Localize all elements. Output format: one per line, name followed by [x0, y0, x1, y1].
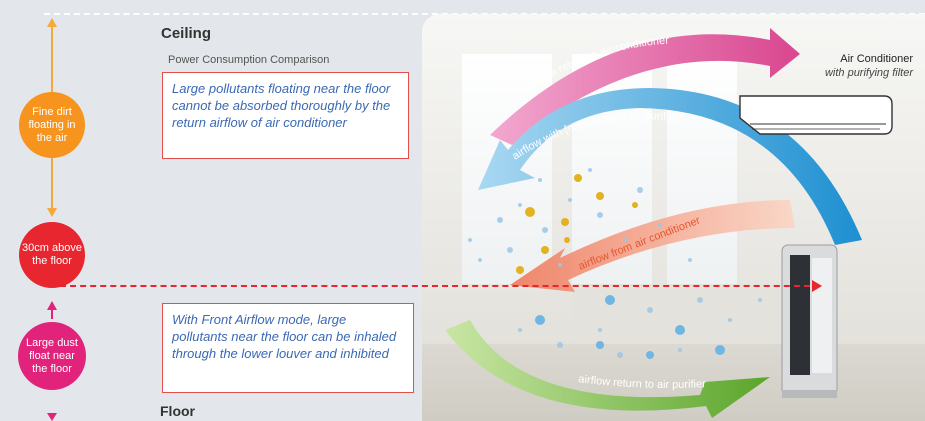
air-purifier-icon — [781, 244, 838, 398]
height-circle-fine-dirt: Fine dirt floating in the air — [19, 92, 85, 158]
scale-line-bottom — [51, 309, 53, 319]
scale-arrow-up-icon — [47, 18, 57, 27]
dust-particles — [468, 168, 762, 358]
airflow-return-ac-arrow — [490, 28, 800, 145]
air-conditioner-subtitle: with purifying filter — [824, 67, 913, 79]
scale-line-top — [51, 26, 53, 92]
height-30cm-dashed-line — [60, 285, 820, 287]
airflow-return-purifier-arrow — [445, 320, 770, 418]
blue-flower-particles — [535, 295, 725, 359]
callout-top: Large pollutants floating near the floor… — [162, 72, 409, 159]
height-circle-large-dust-label: Large dust float near the floor — [26, 336, 78, 375]
air-conditioner-title: Air Conditioner — [840, 53, 913, 65]
scale-arrow-up-icon — [47, 301, 57, 310]
scale-line-mid — [51, 158, 53, 210]
height-circle-30cm-label: 30cm above the floor — [22, 242, 82, 267]
svg-text:airflow return to air purifier: airflow return to air purifier — [578, 373, 707, 391]
height-circle-fine-dirt-label: Fine dirt floating in the air — [28, 105, 76, 144]
pollen-particles — [516, 174, 638, 274]
height-circle-large-dust: Large dust float near the floor — [18, 322, 86, 390]
air-conditioner-icon — [739, 95, 893, 135]
airflow-from-ac-arrow — [510, 200, 795, 292]
ceiling-label: Ceiling — [161, 25, 212, 42]
callout-bottom: With Front Airflow mode, large pollutant… — [162, 303, 414, 393]
scale-arrow-down-icon — [47, 413, 57, 421]
height-line-arrowhead-icon — [812, 280, 822, 292]
subtitle-label: Power Consumption Comparison — [168, 54, 330, 66]
scale-arrow-down-icon — [47, 208, 57, 217]
airflow-return-purifier-label: airflow return to air purifier — [578, 373, 707, 391]
air-conditioner-label: Air Conditioner with purifying filter — [773, 52, 913, 80]
height-circle-30cm: 30cm above the floor — [19, 222, 85, 288]
floor-label: Floor — [160, 403, 195, 419]
